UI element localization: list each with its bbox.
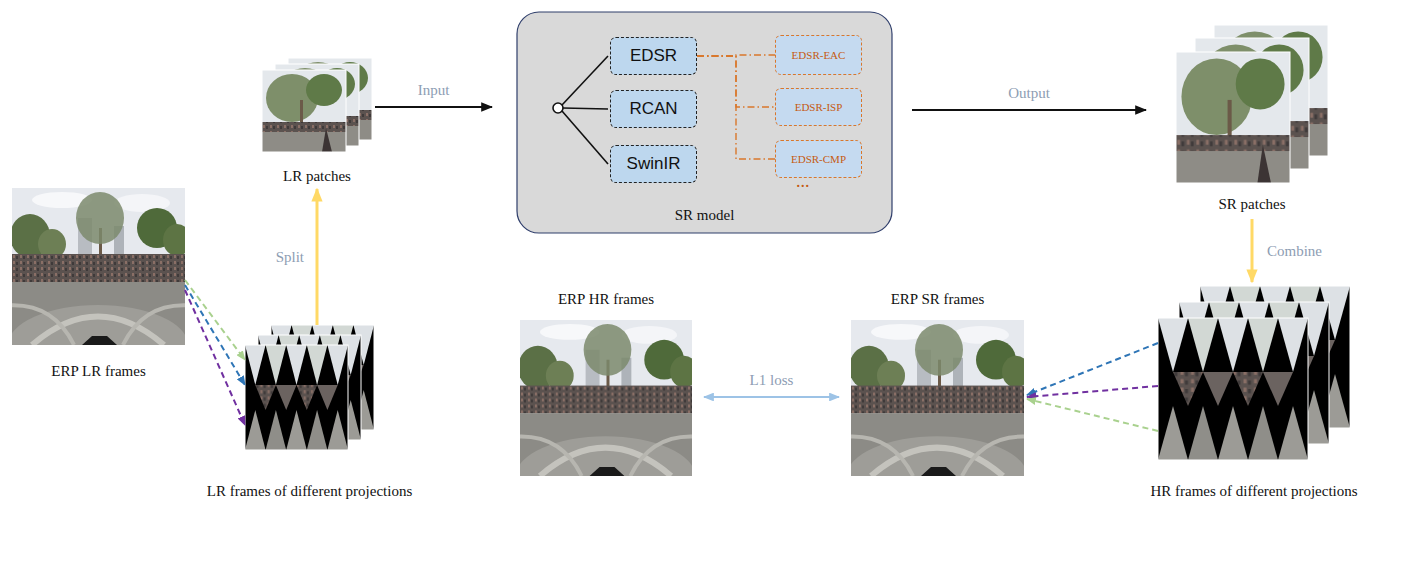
image-node: SR patches: [1176, 25, 1328, 213]
connector: [185, 290, 245, 425]
connector: [1027, 386, 1158, 397]
box-label: EDSR-ISP: [795, 101, 843, 114]
model-box: RCAN: [610, 90, 697, 128]
model-panel: [517, 12, 892, 233]
edge-label: Output: [1005, 84, 1053, 102]
image-node: LR patches: [262, 58, 372, 185]
edge-label: Input: [415, 81, 453, 99]
model-box: SwinIR: [610, 145, 697, 183]
connector: [697, 56, 775, 159]
label-anchor: Split: [273, 248, 307, 266]
image-caption: ERP SR frames: [891, 290, 985, 308]
patch-stack: [262, 58, 372, 152]
image-caption: LR frames of different projections: [207, 482, 413, 500]
variant-box: EDSR-CMP: [775, 140, 862, 178]
variant-box: EDSR-ISP: [775, 88, 862, 126]
edge-label: L1 loss: [747, 371, 797, 389]
connector: [1027, 399, 1158, 431]
connector: [185, 280, 245, 360]
connector: [185, 285, 245, 385]
group-title: SR model: [675, 206, 735, 224]
connector: [375, 106, 492, 108]
box-label: SwinIR: [627, 154, 681, 174]
image-caption: SR patches: [1218, 195, 1285, 213]
image-caption: ERP LR frames: [51, 362, 145, 380]
box-label: EDSR-CMP: [791, 153, 846, 166]
erp-photo: [510, 320, 702, 516]
fork-symbol: [553, 56, 608, 164]
label-anchor: Output: [1005, 84, 1053, 102]
image-caption: ERP HR frames: [558, 290, 654, 308]
variant-box: EDSR-EAC: [775, 35, 862, 75]
image-caption: LR patches: [283, 167, 351, 185]
erp-photo: [841, 320, 1034, 516]
model-box: EDSR: [610, 37, 697, 75]
image-node: ERP HR frames: [520, 290, 692, 476]
label-anchor: Input: [415, 81, 453, 99]
edge-label: Combine: [1264, 242, 1325, 260]
image-caption: HR frames of different projections: [1150, 482, 1357, 500]
label-anchor: Combine: [1264, 242, 1325, 260]
image-node: LR frames of different projections: [245, 325, 374, 500]
box-label: EDSR-EAC: [792, 49, 846, 62]
box-label: EDSR: [630, 46, 677, 66]
edge-label: Split: [273, 248, 307, 266]
image-node: ERP LR frames: [12, 188, 185, 380]
image-node: HR frames of different projections: [1158, 286, 1350, 500]
connector: [316, 189, 319, 325]
connector: [1027, 343, 1158, 395]
label-anchor: L1 loss: [747, 371, 797, 389]
erp-photo: [2, 188, 195, 385]
ellipsis-label: ...: [796, 172, 810, 190]
projection-stack: [245, 325, 374, 450]
image-node: ERP SR frames: [851, 290, 1024, 476]
projection-stack: [1158, 286, 1350, 460]
label-anchor: ...: [796, 172, 810, 190]
box-label: RCAN: [629, 99, 677, 119]
connector: [912, 109, 1146, 111]
model-group: SR model EDSR RCAN SwinIR EDSR-EAC EDSR-ISP ED…: [517, 12, 892, 233]
patch-stack: [1176, 25, 1328, 183]
connector: [704, 396, 839, 398]
connector: [697, 55, 775, 56]
connector: [1251, 219, 1254, 282]
